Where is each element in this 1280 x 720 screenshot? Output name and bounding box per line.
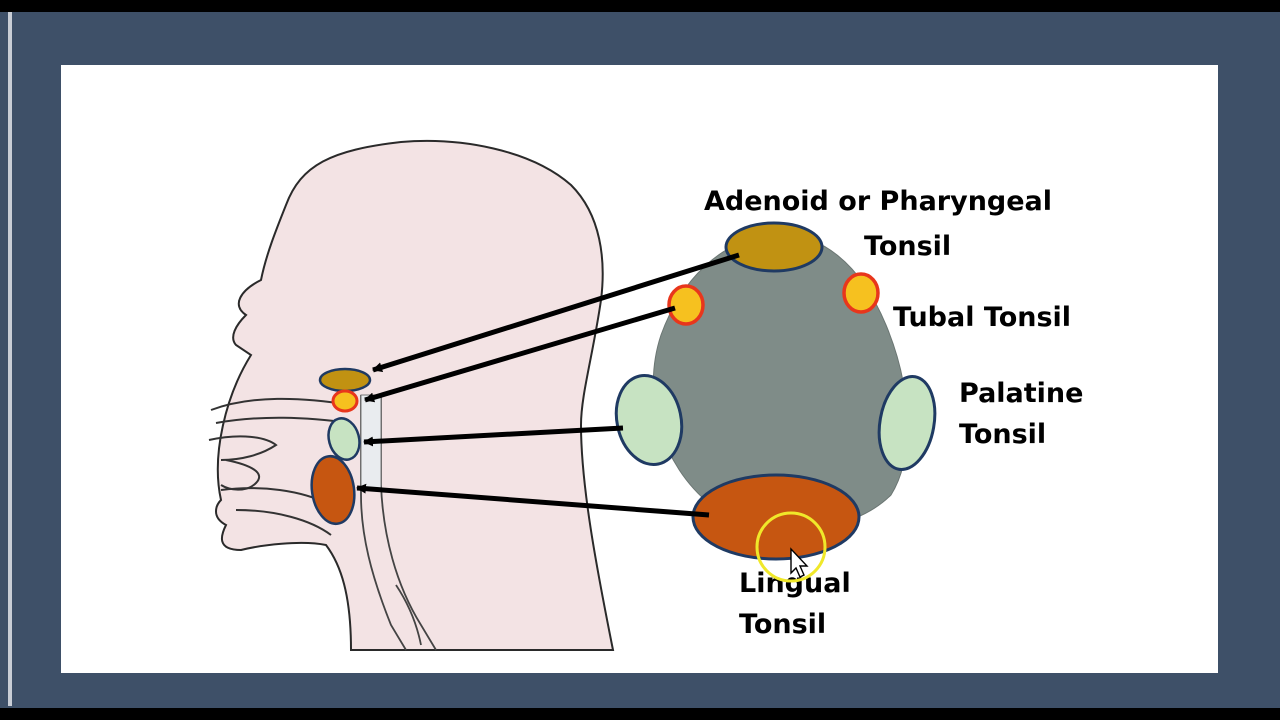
mouse-pointer-icon <box>790 547 809 578</box>
label-tubal: Tubal Tonsil <box>893 302 1071 333</box>
arrow-adenoid <box>372 252 740 373</box>
label-palatine-line2: Tonsil <box>959 419 1046 450</box>
airway-lines <box>360 395 437 651</box>
head-tubal-tonsil <box>331 389 359 413</box>
tonsils-diagram: Adenoid or Pharyngeal Tonsil Tubal Tonsi… <box>208 139 1083 651</box>
label-lingual-line2: Tonsil <box>739 609 826 640</box>
head-adenoid <box>318 367 372 393</box>
window-edge <box>8 12 12 706</box>
arrow-lingual <box>356 483 710 518</box>
slide: Adenoid or Pharyngeal Tonsil Tubal Tonsi… <box>61 65 1218 673</box>
head-lingual-tonsil <box>310 454 356 526</box>
palatine-tonsil-right[interactable] <box>872 372 942 474</box>
cursor-highlight <box>755 511 827 583</box>
head-palatine-tonsil <box>327 417 361 461</box>
label-adenoid-line1: Adenoid or Pharyngeal <box>704 186 1052 217</box>
nasal-cavity-lines <box>208 397 352 491</box>
tubal-tonsil-left[interactable] <box>667 284 705 326</box>
label-palatine-line1: Palatine <box>959 378 1083 409</box>
arrow-tubal <box>364 305 676 403</box>
tubal-tonsil-right[interactable] <box>842 272 880 314</box>
adenoid-tonsil[interactable] <box>724 221 824 273</box>
head-silhouette <box>215 139 615 651</box>
arrow-palatine <box>363 425 624 447</box>
label-lingual-line1: Lingual <box>739 568 851 599</box>
label-adenoid-line2: Tonsil <box>864 231 951 262</box>
